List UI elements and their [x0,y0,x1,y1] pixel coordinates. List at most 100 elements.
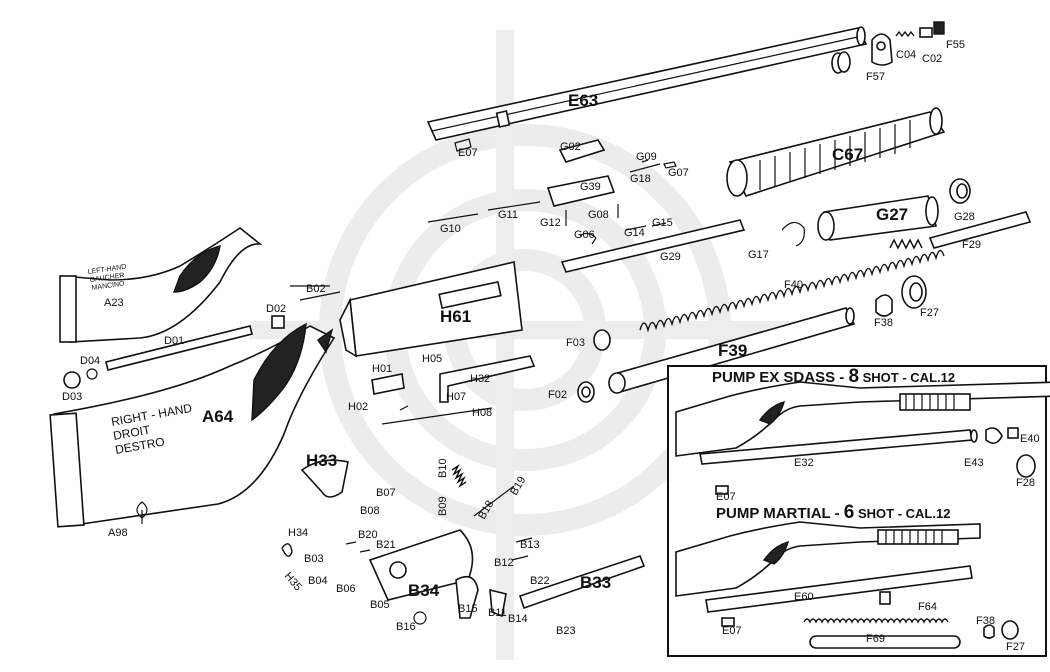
front-parts-top [871,21,945,66]
label-b22: B22 [530,575,550,587]
label-h33: H33 [306,451,337,470]
label-h05: H05 [422,353,442,365]
label-g18: G18 [630,173,651,185]
label-a64: A64 [202,407,234,426]
label-b10: B10 [437,458,449,478]
rod-f29 [889,211,1032,250]
label-e40: E40 [1020,433,1040,445]
inset-title-ex-sdass: PUMP EX SDASS - 8 SHOT - CAL.12 [712,366,955,387]
forend-c67 [726,107,946,197]
label-g15: G15 [652,217,673,229]
part-labels: E63 C67 G27 H61 A64 A23 F39 F40 H33 B34 … [62,39,1040,653]
label-a98: A98 [108,527,128,539]
label-f03: F03 [566,337,585,349]
spring-f40 [639,249,945,333]
label-f27-inset: F27 [1006,641,1025,653]
label-h35: H35 [282,570,304,593]
label-h07: H07 [446,391,466,403]
label-f40: F40 [784,279,803,291]
label-f64: F64 [918,601,937,613]
label-d01: D01 [164,335,184,347]
label-b11: B11 [488,607,507,619]
label-b12: B12 [494,557,514,569]
label-b16: B16 [396,621,416,633]
label-g17: G17 [748,249,769,261]
label-f27: F27 [920,307,939,319]
label-g12: G12 [540,217,561,229]
label-c67: C67 [832,145,863,164]
caps-f38-f27 [875,275,927,317]
bolt-parts [427,139,746,273]
label-f02: F02 [548,389,567,401]
rings-f03-f02 [577,329,611,403]
stock-a64-right-hand [49,322,336,528]
label-b15: B15 [458,603,478,615]
label-f55: F55 [946,39,965,51]
label-e07-inset2: E07 [722,625,742,637]
stock-left-line3: MANCINO [91,280,125,292]
label-g06: G06 [574,229,595,241]
label-b33: B33 [580,573,611,592]
label-d03: D03 [62,391,82,403]
label-b14: B14 [508,613,528,625]
label-b07: B07 [376,487,396,499]
label-a23: A23 [104,297,124,309]
label-e63: E63 [568,91,598,110]
label-b05: B05 [370,599,390,611]
label-b09: B09 [437,496,449,516]
tube-g27 [817,178,971,241]
label-b04: B04 [308,575,328,587]
label-g14: G14 [624,227,645,239]
label-e07-top: E07 [458,147,478,159]
stock-right-line2: DROIT [112,423,152,443]
label-e60: E60 [794,591,814,603]
stock-a23-left-hand [59,227,263,343]
label-g27: G27 [876,205,908,224]
label-b02: B02 [306,283,326,295]
label-d04: D04 [80,355,100,367]
label-h34: H34 [288,527,308,539]
label-f29: F29 [962,239,981,251]
inset-title-martial: PUMP MARTIAL - 6 SHOT - CAL.12 [716,502,950,523]
inset-titles: PUMP EX SDASS - 8 SHOT - CAL.12 PUMP MAR… [712,366,955,523]
label-g02: G02 [560,141,581,153]
label-g08: G08 [588,209,609,221]
label-g11: G11 [498,209,518,221]
label-e43: E43 [964,457,984,469]
label-f28: F28 [1016,477,1035,489]
label-h32: H32 [470,373,490,385]
label-f69: F69 [866,633,885,645]
label-d02: D02 [266,303,286,315]
swivel-a98 [136,501,148,524]
label-h61: H61 [440,307,471,326]
clip-g17 [781,221,805,247]
label-h01: H01 [372,363,392,375]
label-c02: C02 [922,53,942,65]
label-g29: G29 [660,251,681,263]
label-b03: B03 [304,553,324,565]
label-b08: B08 [360,505,380,517]
label-e07-inset1: E07 [716,491,736,503]
label-h08: H08 [472,407,492,419]
label-f57: F57 [866,71,885,83]
label-h02: H02 [348,401,368,413]
label-g07: G07 [668,167,689,179]
label-c04: C04 [896,49,916,61]
label-b34: B34 [408,581,440,600]
label-g09: G09 [636,151,657,163]
label-g28: G28 [954,211,975,223]
label-b06: B06 [336,583,356,595]
stock-left-line2: GAUCHER [89,272,125,284]
stock-text-left: LEFT-HAND GAUCHER MANCINO [87,264,127,292]
label-g39: G39 [580,181,601,193]
label-b13: B13 [520,539,540,551]
label-b23: B23 [556,625,576,637]
label-f38: F38 [874,317,893,329]
trigger-group [281,355,646,625]
stock-bolt-parts [63,315,285,389]
barrel-e63 [426,26,868,152]
label-b20: B20 [358,529,378,541]
receiver-h61 [290,261,523,358]
label-f38-inset: F38 [976,615,995,627]
